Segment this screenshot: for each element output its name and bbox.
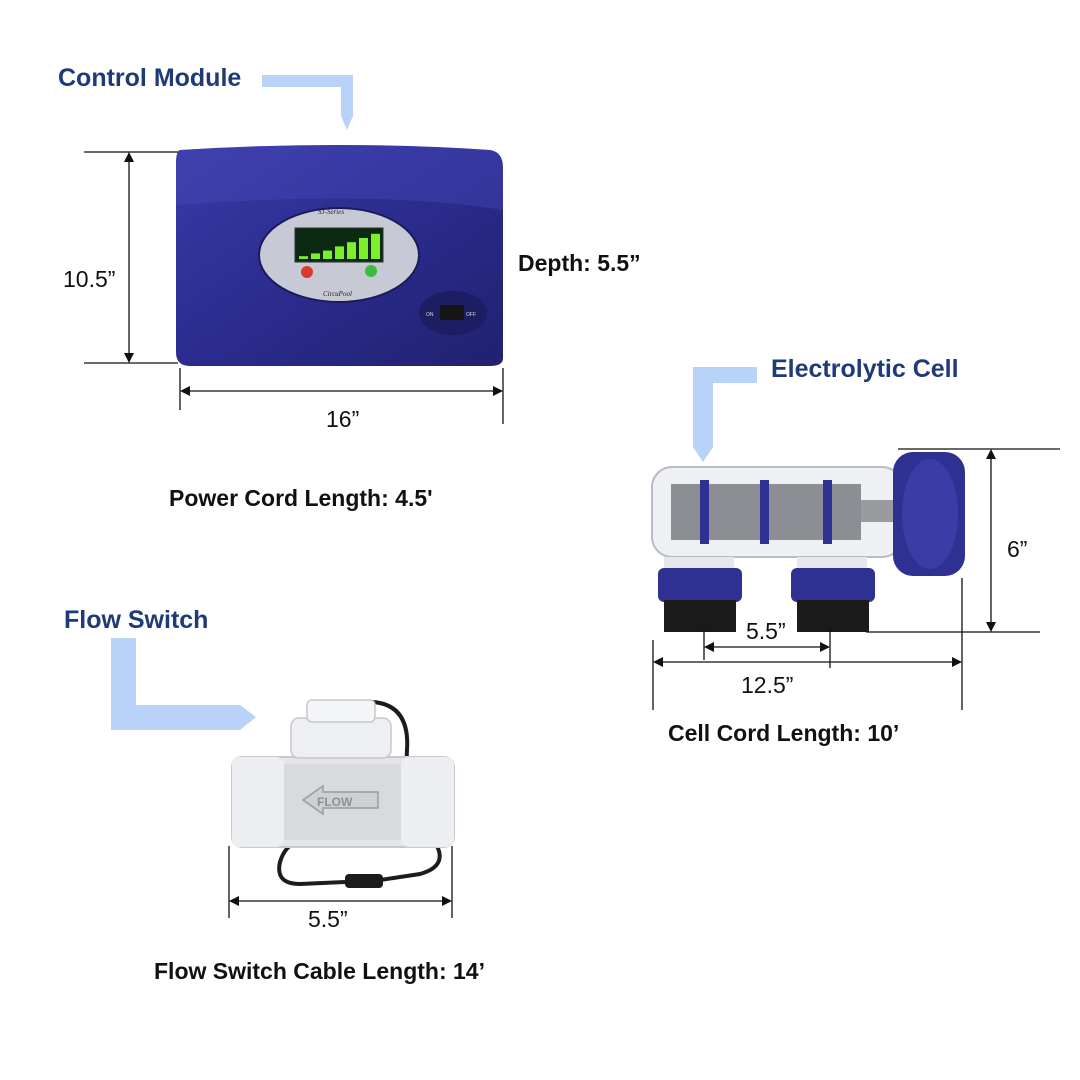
lcd-bar	[347, 242, 356, 259]
cable-connector	[345, 874, 383, 888]
flow-switch-width-label: 5.5”	[308, 906, 348, 932]
green-button-icon	[365, 265, 377, 277]
control-module-title: Control Module	[58, 64, 242, 92]
display-brand-text: CircuPool	[323, 290, 352, 298]
flow-body-text: FLOW	[317, 795, 353, 809]
flow-switch-cable-length-label: Flow Switch Cable Length: 14’	[154, 958, 485, 984]
lcd-bar	[323, 250, 332, 259]
flow-switch-title: Flow Switch	[64, 606, 209, 634]
cell-port-right	[791, 557, 875, 632]
display-series-text: SJ-Series	[318, 208, 344, 216]
lcd-bar	[371, 233, 380, 259]
switch-off-text: OFF	[466, 312, 476, 318]
control-module-callout-arrow	[262, 75, 353, 130]
cell-length-label: 12.5”	[741, 672, 794, 698]
cell-cord-length-label: Cell Cord Length: 10’	[668, 720, 900, 746]
red-button-icon	[301, 266, 313, 278]
power-switch-rocker	[440, 305, 464, 320]
flow-switch-cap-nut	[290, 717, 392, 759]
lcd-bar	[299, 256, 308, 259]
lcd-bar	[359, 238, 368, 259]
control-module-depth-label: Depth: 5.5”	[518, 250, 641, 276]
control-module-highlight	[176, 145, 503, 210]
flow-switch-callout-arrow	[111, 638, 256, 730]
flow-direction-arrow	[301, 784, 379, 816]
lcd-bar	[335, 246, 344, 259]
cell-port-spacing-label: 5.5”	[746, 618, 786, 644]
lcd-bars	[299, 233, 380, 259]
electrolytic-cell-title: Electrolytic Cell	[771, 355, 959, 383]
cell-height-label: 6”	[1007, 536, 1028, 562]
control-module-height-label: 10.5”	[63, 266, 116, 292]
cell-callout-arrow	[693, 367, 757, 462]
power-cord-length-label: Power Cord Length: 4.5'	[169, 485, 433, 511]
cell-port-left	[658, 557, 742, 632]
switch-on-text: ON	[426, 312, 434, 318]
control-module-width-label: 16”	[326, 406, 360, 432]
lcd-bar	[311, 253, 320, 259]
